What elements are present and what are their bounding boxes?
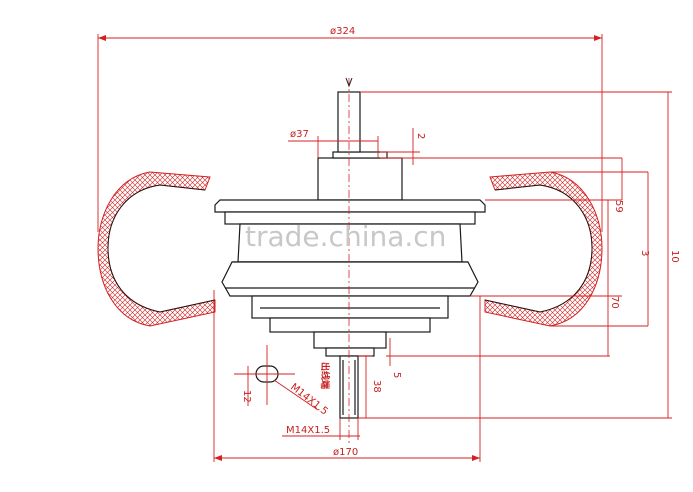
base-step: [269, 317, 431, 333]
base-plate: [251, 295, 449, 319]
label-2: 2: [415, 133, 426, 139]
top-arrow-mark: [345, 77, 353, 88]
upper-boss: [317, 157, 403, 201]
tire-right-lobe: [484, 171, 603, 327]
tire-right-inner: [484, 184, 593, 313]
tire: [97, 171, 603, 327]
label-outlet: 出线端: [319, 362, 331, 389]
label-59: 59: [613, 200, 624, 213]
tire-left-inner: [107, 184, 216, 313]
watermark: trade.china.cn: [245, 220, 446, 253]
dim-170-arrow-left: [214, 455, 222, 461]
dim-324-arrow-right: [594, 35, 602, 41]
shafts: [337, 91, 361, 419]
lower-collar: [313, 331, 387, 349]
label-38: 38: [371, 380, 382, 393]
upper-cap: [332, 151, 388, 159]
lower-collar-ring: [325, 347, 375, 357]
tire-left-lobe: [97, 171, 216, 327]
dim-170-arrow-right: [472, 455, 480, 461]
dimensions: [97, 34, 672, 462]
label-dia-324: ø324: [330, 26, 355, 37]
label-dia-170: ø170: [333, 447, 358, 458]
slot-detail: [234, 345, 319, 411]
lower-flange: [221, 261, 479, 297]
label-3: 3: [639, 250, 650, 256]
slot-leader: [273, 379, 319, 411]
label-dia-37: ø37: [290, 129, 309, 140]
label-m14-bottom: M14X1.5: [286, 425, 330, 436]
dim-324-arrow-left: [98, 35, 106, 41]
upper-flange: [214, 199, 486, 213]
label-12: 12: [241, 390, 252, 403]
label-10: 10: [669, 250, 680, 263]
label-5: 5: [391, 372, 402, 378]
label-70: 70: [609, 296, 620, 309]
hub-body: [214, 151, 486, 357]
